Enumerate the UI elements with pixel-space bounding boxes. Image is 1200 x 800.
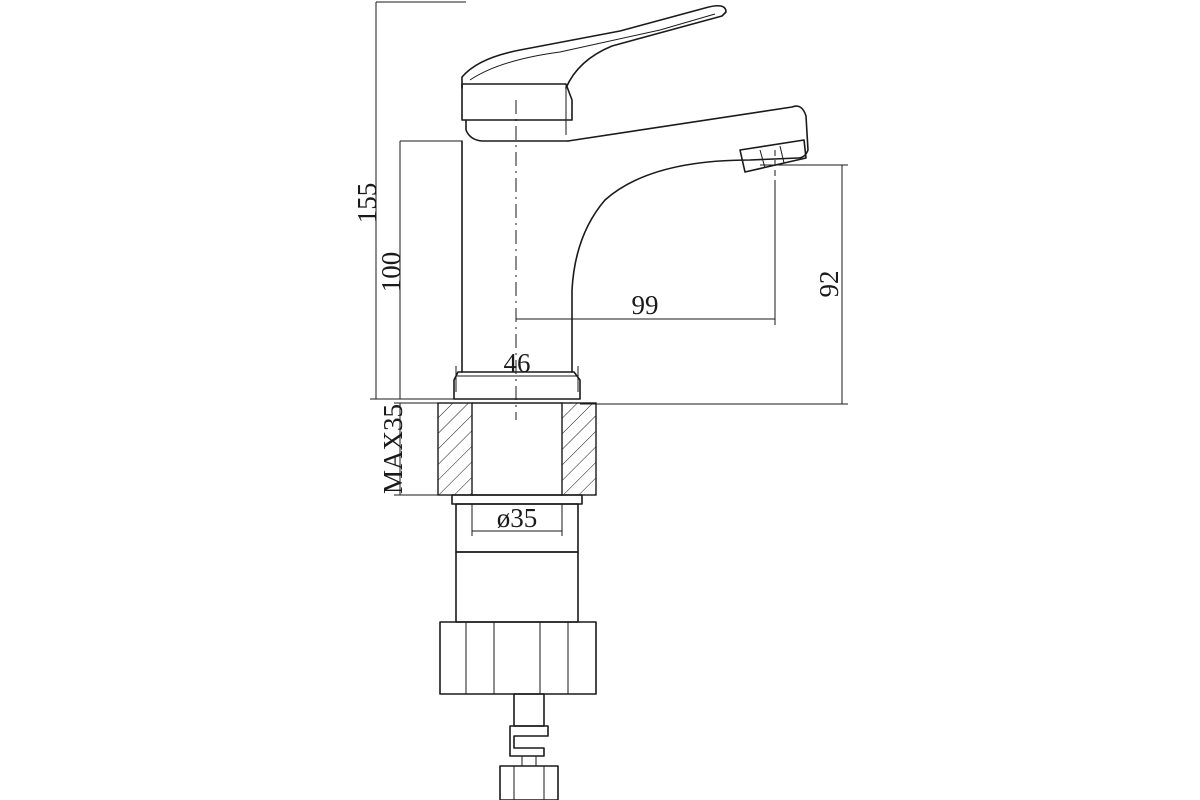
mounting-assembly xyxy=(439,494,597,800)
aerator xyxy=(739,139,807,173)
base-flange xyxy=(453,371,581,400)
lock-nut-body xyxy=(455,551,579,623)
dim-base-width: 46 xyxy=(504,348,531,378)
spout-body xyxy=(567,105,809,373)
dim-spout-reach: 99 xyxy=(632,290,659,320)
faucet-outline xyxy=(453,4,809,400)
cap-skirt xyxy=(465,119,569,142)
dim-body-height: 100 xyxy=(376,252,406,293)
hose-stem xyxy=(513,693,545,727)
lever-handle-edge xyxy=(469,13,716,81)
dimension-labels: 155 100 MAX35 92 99 46 ø35 xyxy=(352,183,844,533)
dim-max-thickness: MAX35 xyxy=(378,404,408,494)
centerlines xyxy=(515,100,776,420)
dim-hole-diameter: ø35 xyxy=(497,503,538,533)
lever-handle xyxy=(461,4,727,89)
hex-nut xyxy=(499,765,559,800)
countertop-section xyxy=(437,402,597,496)
ribbed-nut xyxy=(439,621,597,695)
dimension-lines xyxy=(370,1,848,536)
dim-overall-height: 155 xyxy=(352,183,382,224)
cartridge-cap xyxy=(461,83,573,121)
hose-fitting xyxy=(509,725,549,757)
dim-spout-height: 92 xyxy=(814,271,844,298)
